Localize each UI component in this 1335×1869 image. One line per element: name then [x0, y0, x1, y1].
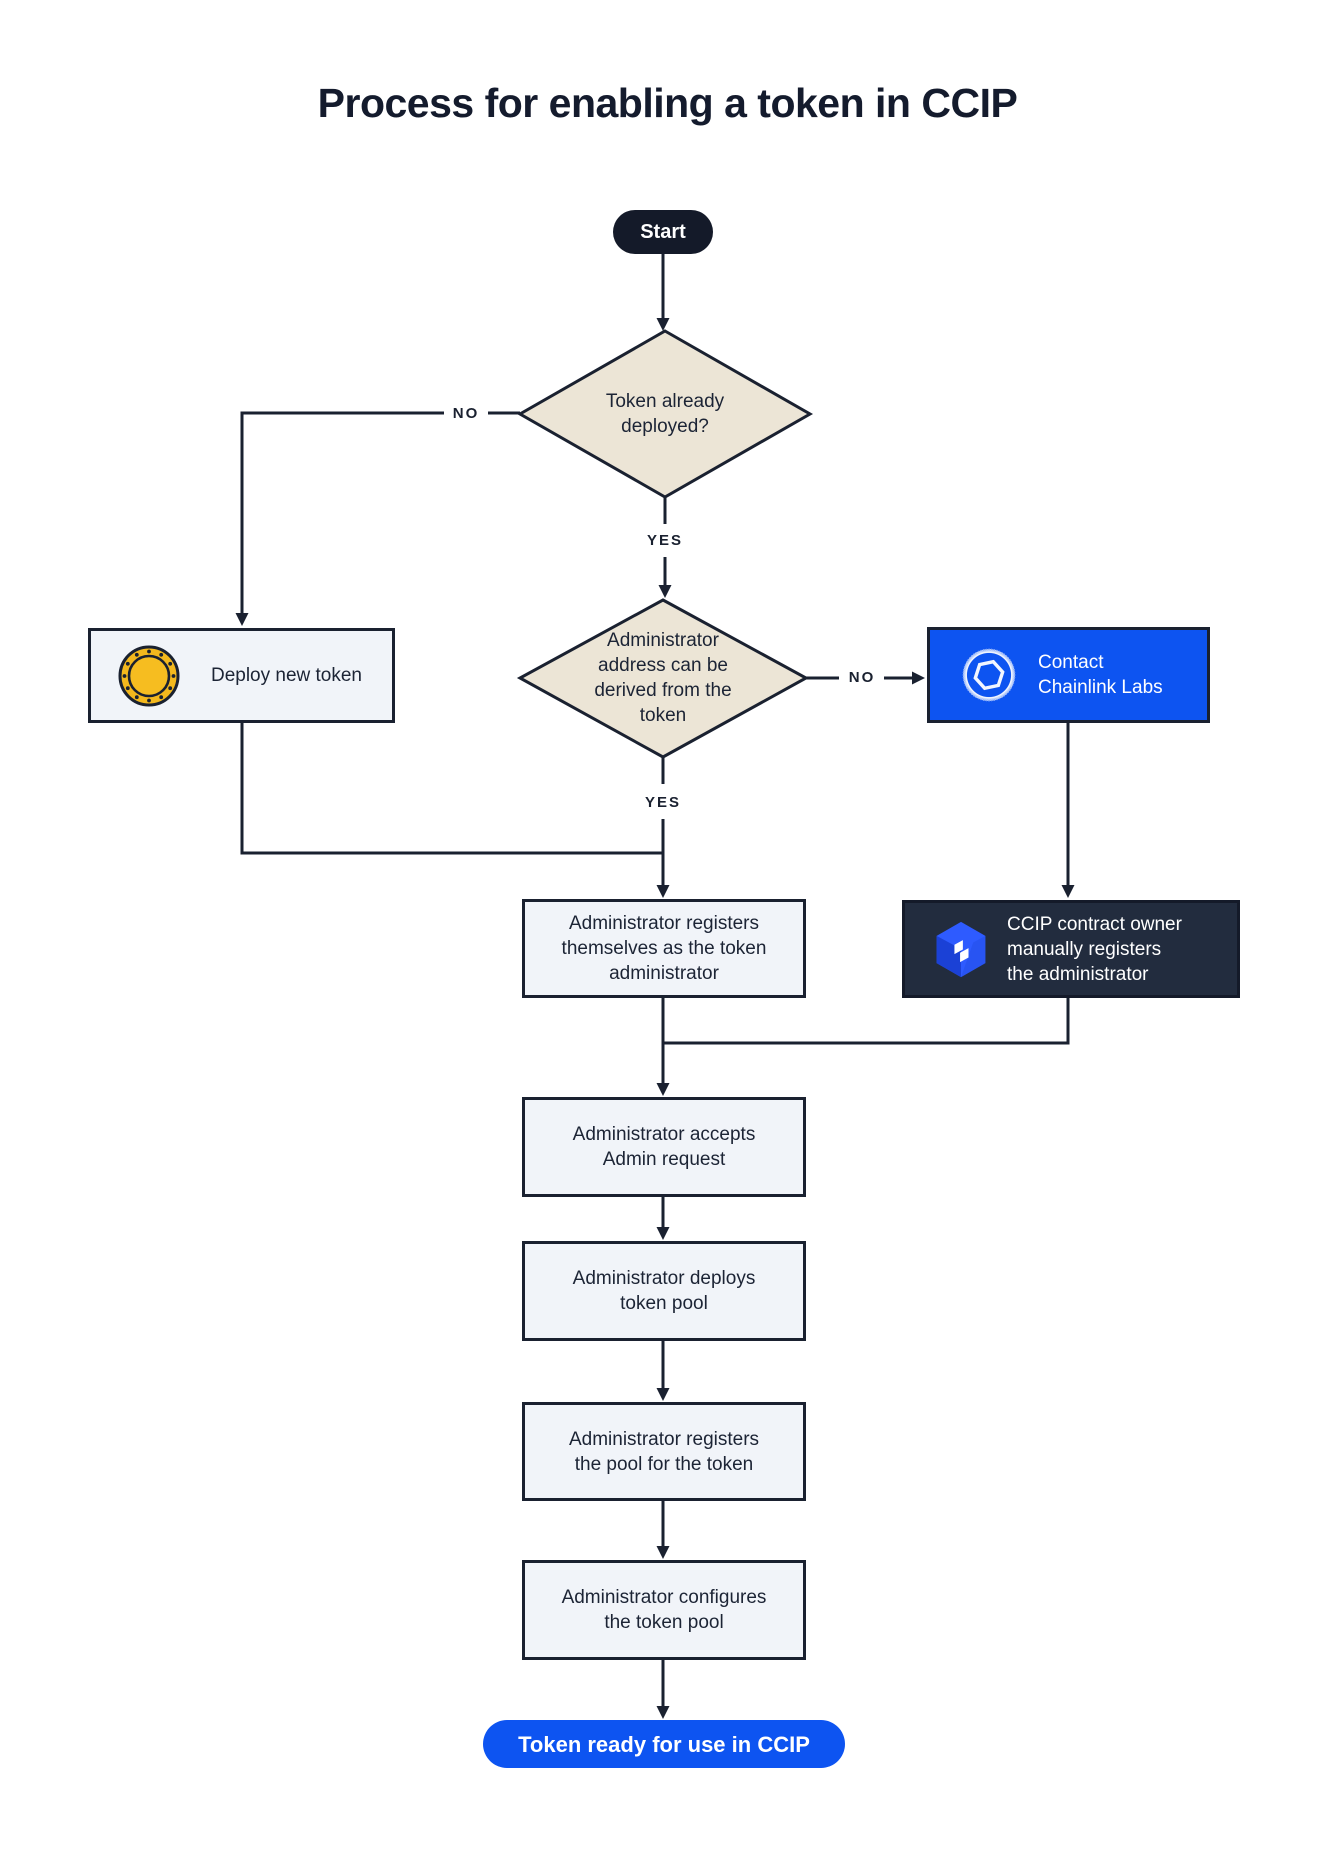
node-admin-registers-self: Administrator registers themselves as th… [522, 899, 806, 998]
start-label: Start [640, 220, 686, 243]
ccip-owner-registers-label: CCIP contract owner manually registers t… [1007, 913, 1182, 985]
admin-configures-pool-label: Administrator configures the token pool [561, 1587, 767, 1633]
node-start: Start [613, 210, 713, 254]
decision-admin-derivable-label-box: Administrator address can be derived fro… [548, 622, 778, 734]
admin-registers-pool-label: Administrator registers the pool for the… [568, 1428, 760, 1475]
edge-label-admin-derivable-no: NO [848, 668, 876, 686]
token-ready-label: Token ready for use in CCIP [518, 1731, 810, 1757]
node-deploy-new-token: Deploy new token [88, 628, 395, 723]
decision-admin-derivable-label: Administrator address can be derived fro… [594, 630, 732, 726]
decision-token-deployed-label: Token already deployed? [605, 391, 725, 437]
page-title: Process for enabling a token in CCIP [317, 80, 1018, 126]
edge-label-admin-derivable-yes: YES [644, 793, 681, 811]
decision-token-deployed [516, 329, 814, 499]
node-admin-deploys-pool: Administrator deploys token pool [522, 1241, 806, 1341]
admin-deploys-pool-label: Administrator deploys token pool [572, 1268, 756, 1314]
decision-token-deployed-label-box: Token already deployed? [545, 374, 785, 454]
edge-label-token-deployed-no: NO [452, 404, 480, 422]
node-contact-chainlink-labs: Contact Chainlink Labs [927, 627, 1210, 723]
coin-icon [117, 644, 181, 708]
node-admin-configures-pool: Administrator configures the token pool [522, 1560, 806, 1660]
ccip-icon [931, 919, 991, 979]
admin-accepts-request-label: Administrator accepts Admin request [572, 1124, 756, 1170]
chainlink-labs-icon [954, 640, 1024, 710]
node-admin-registers-pool: Administrator registers the pool for the… [522, 1402, 806, 1501]
node-admin-accepts-request: Administrator accepts Admin request [522, 1097, 806, 1197]
decision-admin-derivable [516, 598, 810, 759]
node-ccip-owner-registers: CCIP contract owner manually registers t… [902, 900, 1240, 998]
deploy-new-token-label: Deploy new token [210, 665, 363, 686]
edge-label-token-deployed-yes: YES [646, 531, 683, 549]
admin-registers-self-label: Administrator registers themselves as th… [561, 913, 767, 984]
node-token-ready: Token ready for use in CCIP [483, 1720, 845, 1768]
contact-chainlink-labs-label: Contact Chainlink Labs [1038, 652, 1163, 698]
